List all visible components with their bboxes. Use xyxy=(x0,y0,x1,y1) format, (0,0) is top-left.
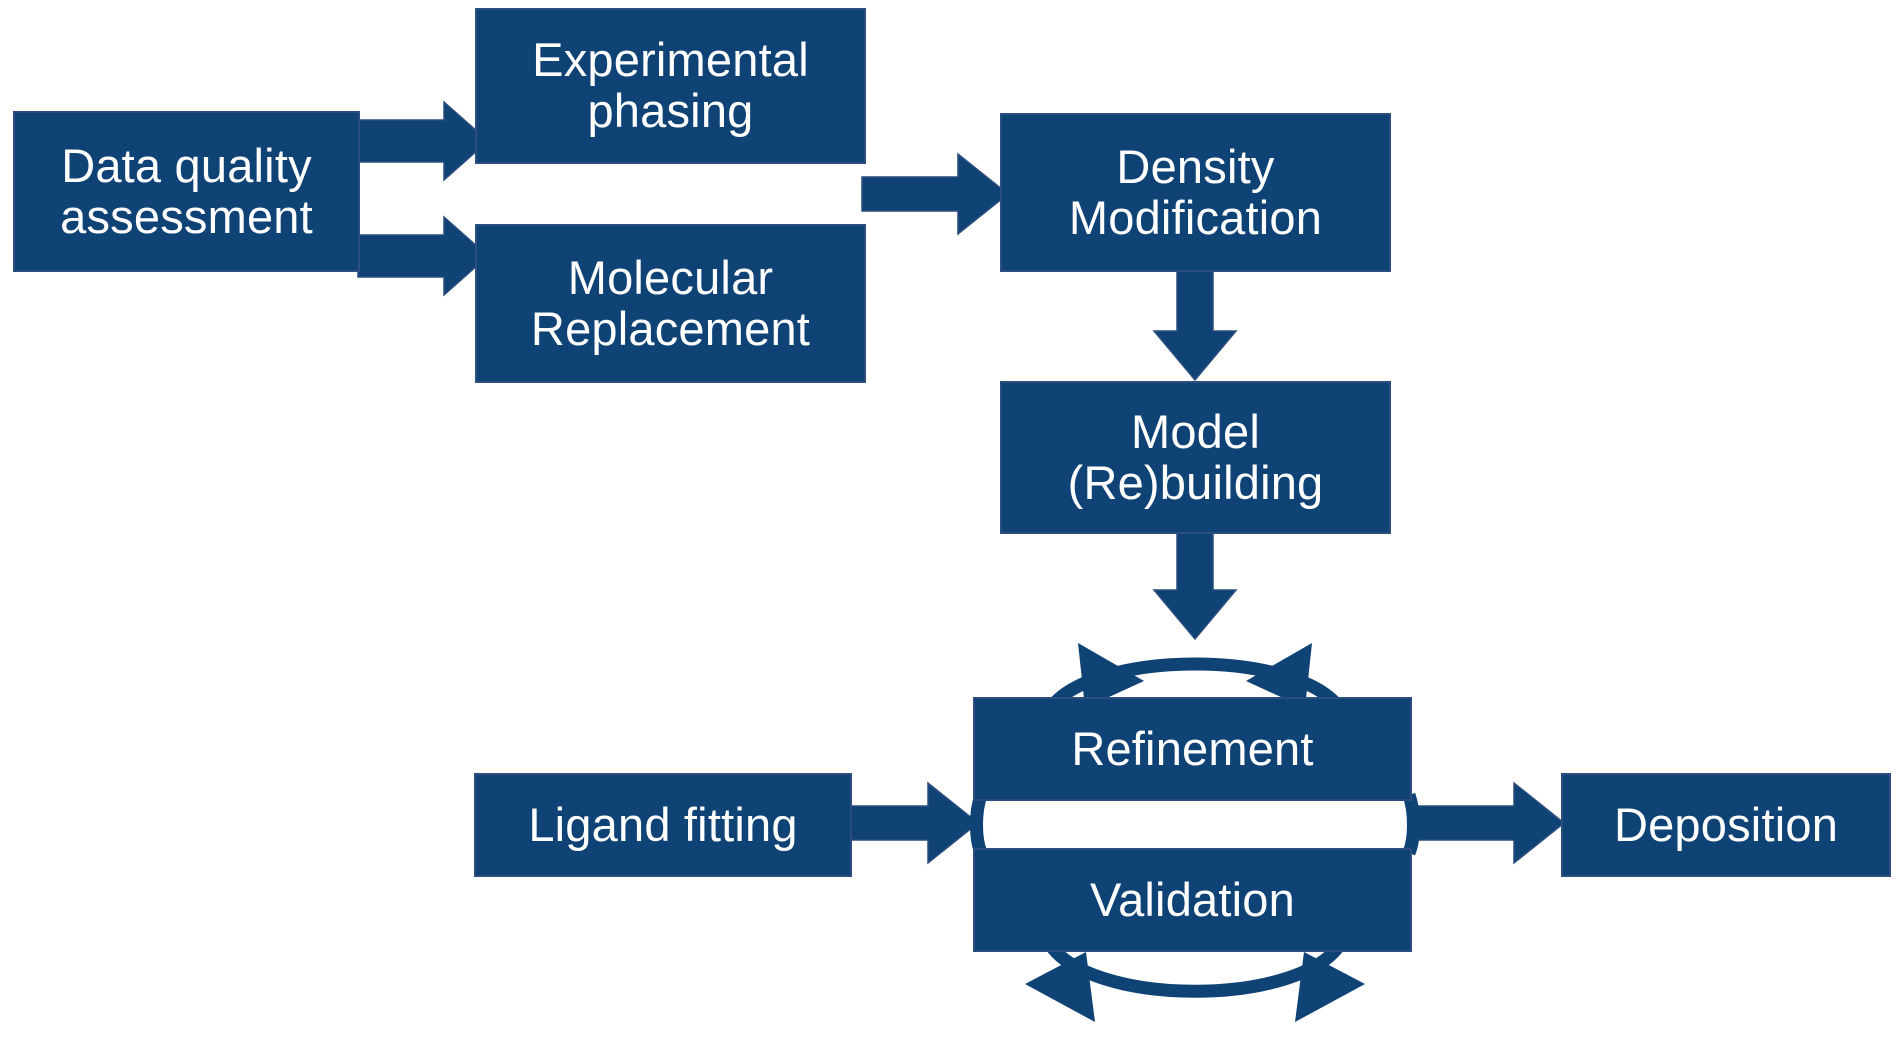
edge-refinement-validation-cycle-top xyxy=(1042,643,1348,716)
edge-refinement-validation-cycle-bottom xyxy=(1025,937,1365,1022)
edge-model-to-cycle-arrow xyxy=(1152,531,1238,641)
node-data-quality-assessment[interactable]: Data quality assessment xyxy=(13,111,360,272)
node-refinement[interactable]: Refinement xyxy=(973,697,1412,801)
edge-ligand-to-cycle-arrow xyxy=(849,781,980,865)
edge-density-to-model-arrow xyxy=(1152,267,1238,382)
node-ligand-fitting[interactable]: Ligand fitting xyxy=(474,773,852,877)
edge-cycle-to-deposition-arrow xyxy=(1407,781,1566,865)
edge-dqa-to-molecular-replacement-arrow xyxy=(357,215,490,297)
node-model-rebuilding[interactable]: Model (Re)building xyxy=(1000,381,1391,534)
edge-phasing-to-density-arrow xyxy=(861,152,1010,236)
edge-refinement-validation-cycle-sides xyxy=(970,792,1420,856)
node-molecular-replacement[interactable]: Molecular Replacement xyxy=(475,224,866,383)
edge-dqa-to-experimental-phasing-arrow xyxy=(357,100,490,182)
node-density-modification[interactable]: Density Modification xyxy=(1000,113,1391,272)
node-validation[interactable]: Validation xyxy=(973,848,1412,952)
node-deposition[interactable]: Deposition xyxy=(1561,773,1891,877)
node-experimental-phasing[interactable]: Experimental phasing xyxy=(475,8,866,164)
